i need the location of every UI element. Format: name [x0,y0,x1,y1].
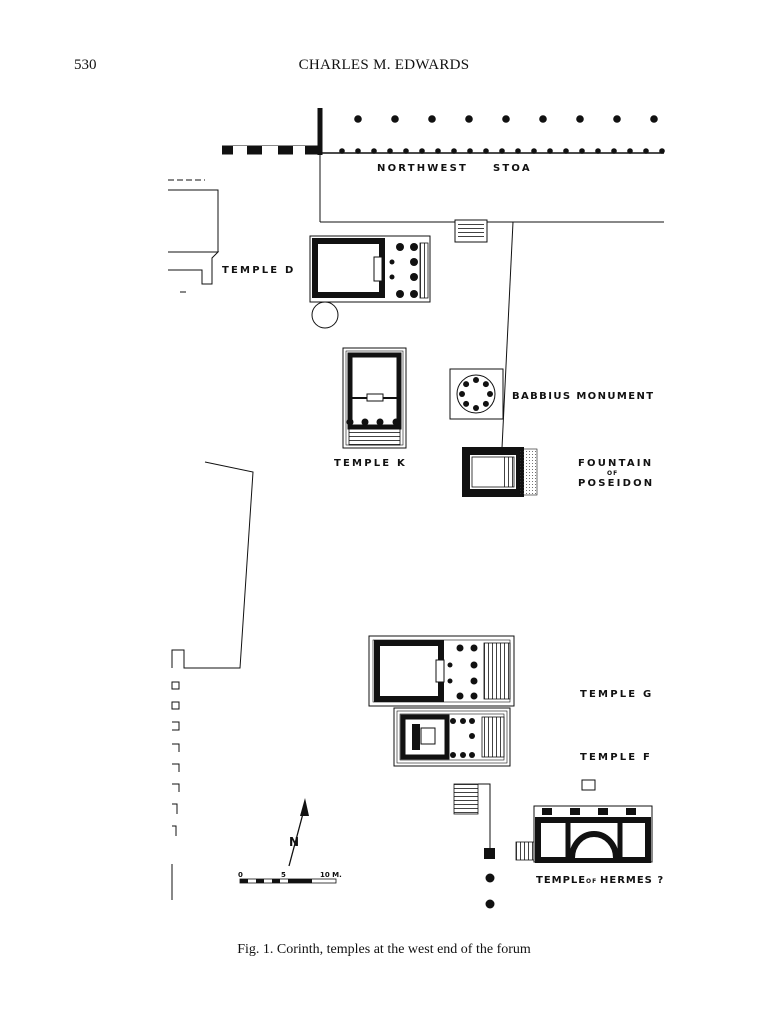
stoa-wall-dashes [233,146,305,155]
temple-d-plan [309,235,431,329]
round-base [311,301,339,329]
stoa-inner-column [451,148,457,154]
stoa-inner-column [387,148,393,154]
label-temple-g: TEMPLE G [580,689,653,700]
babbius-column [473,377,479,383]
small-base [581,779,596,791]
stoa-outer-column [650,115,658,123]
stoa-inner-column [339,148,345,154]
stoa-inner-column [531,148,537,154]
stoa-inner-column [435,148,441,154]
label-babbius-monument: BABBIUS MONUMENT [512,391,654,402]
temple-hermes-plan [515,805,653,863]
stoa-inner-column [499,148,505,154]
stoa-outer-column [391,115,399,123]
northwest-stoa [222,108,665,243]
stoa-inner-column [595,148,601,154]
stoa-inner-column [403,148,409,154]
stoa-outer-column [428,115,436,123]
stoa-inner-column [547,148,553,154]
running-head: CHARLES M. EDWARDS [298,57,470,73]
stoa-outer-column [613,115,621,123]
scale-tick-5: 5 [281,871,286,879]
label-hermes: HERMES ? [600,875,664,886]
label-northwest: NORTHWEST [377,163,468,174]
page-number: 530 [74,57,97,73]
stoa-outer-column [539,115,547,123]
stoa-inner-column [483,148,489,154]
stoa-outer-column [465,115,473,123]
stoa-inner-column [659,148,665,154]
label-stoa: STOA [493,163,532,174]
stoa-inner-column [467,148,473,154]
label-temple-k: TEMPLE K [334,458,407,469]
babbius-column [482,400,489,407]
label-hermes-temple: TEMPLE [536,875,586,886]
stoa-inner-column [419,148,425,154]
stoa-inner-column [627,148,633,154]
babbius-column [487,391,493,397]
caption-text: Corinth, temples at the west end of the … [273,942,531,957]
stoa-inner-column [611,148,617,154]
babbius-column [459,391,465,397]
babbius-column [463,400,470,407]
label-fountain-of: OF [607,470,618,477]
stoa-outer-column [576,115,584,123]
stoa-outer-column [354,115,362,123]
label-temple-f: TEMPLE F [580,752,652,763]
label-temple-d: TEMPLE D [222,265,296,276]
temple-g-plan [368,635,515,707]
stoa-inner-column [563,148,569,154]
west-remains [168,179,254,900]
caption-prefix: Fig. 1. [237,942,274,957]
babbius-column [473,405,479,411]
figure-caption: Fig. 1. Corinth, temples at the west end… [0,942,768,958]
connector-remains [453,779,596,909]
stoa-inner-columns [339,148,665,154]
stoa-inner-column [643,148,649,154]
label-north: N [289,835,301,849]
label-fountain: FOUNTAIN [578,458,653,469]
babbius-column [463,381,470,388]
scale-tick-10: 10 M. [320,871,342,879]
north-arrow [288,798,309,867]
stoa-inner-column [371,148,377,154]
label-poseidon: POSEIDON [578,478,654,489]
temple-f-plan [393,707,511,767]
stoa-inner-column [515,148,521,154]
babbius-monument-plan [449,368,504,420]
temple-k-plan [342,347,407,449]
babbius-column [482,381,489,388]
scale-tick-0: 0 [238,871,243,879]
hermes-front-piers [542,808,636,815]
terrace-line [501,221,514,449]
scale-bar [239,878,337,884]
stoa-inner-column [355,148,361,154]
label-hermes-of: OF [586,878,597,885]
fountain-plan [462,447,538,497]
temple-d-columns [389,243,418,298]
stoa-inner-column [579,148,585,154]
stoa-outer-column [502,115,510,123]
stoa-outer-columns [354,115,658,123]
